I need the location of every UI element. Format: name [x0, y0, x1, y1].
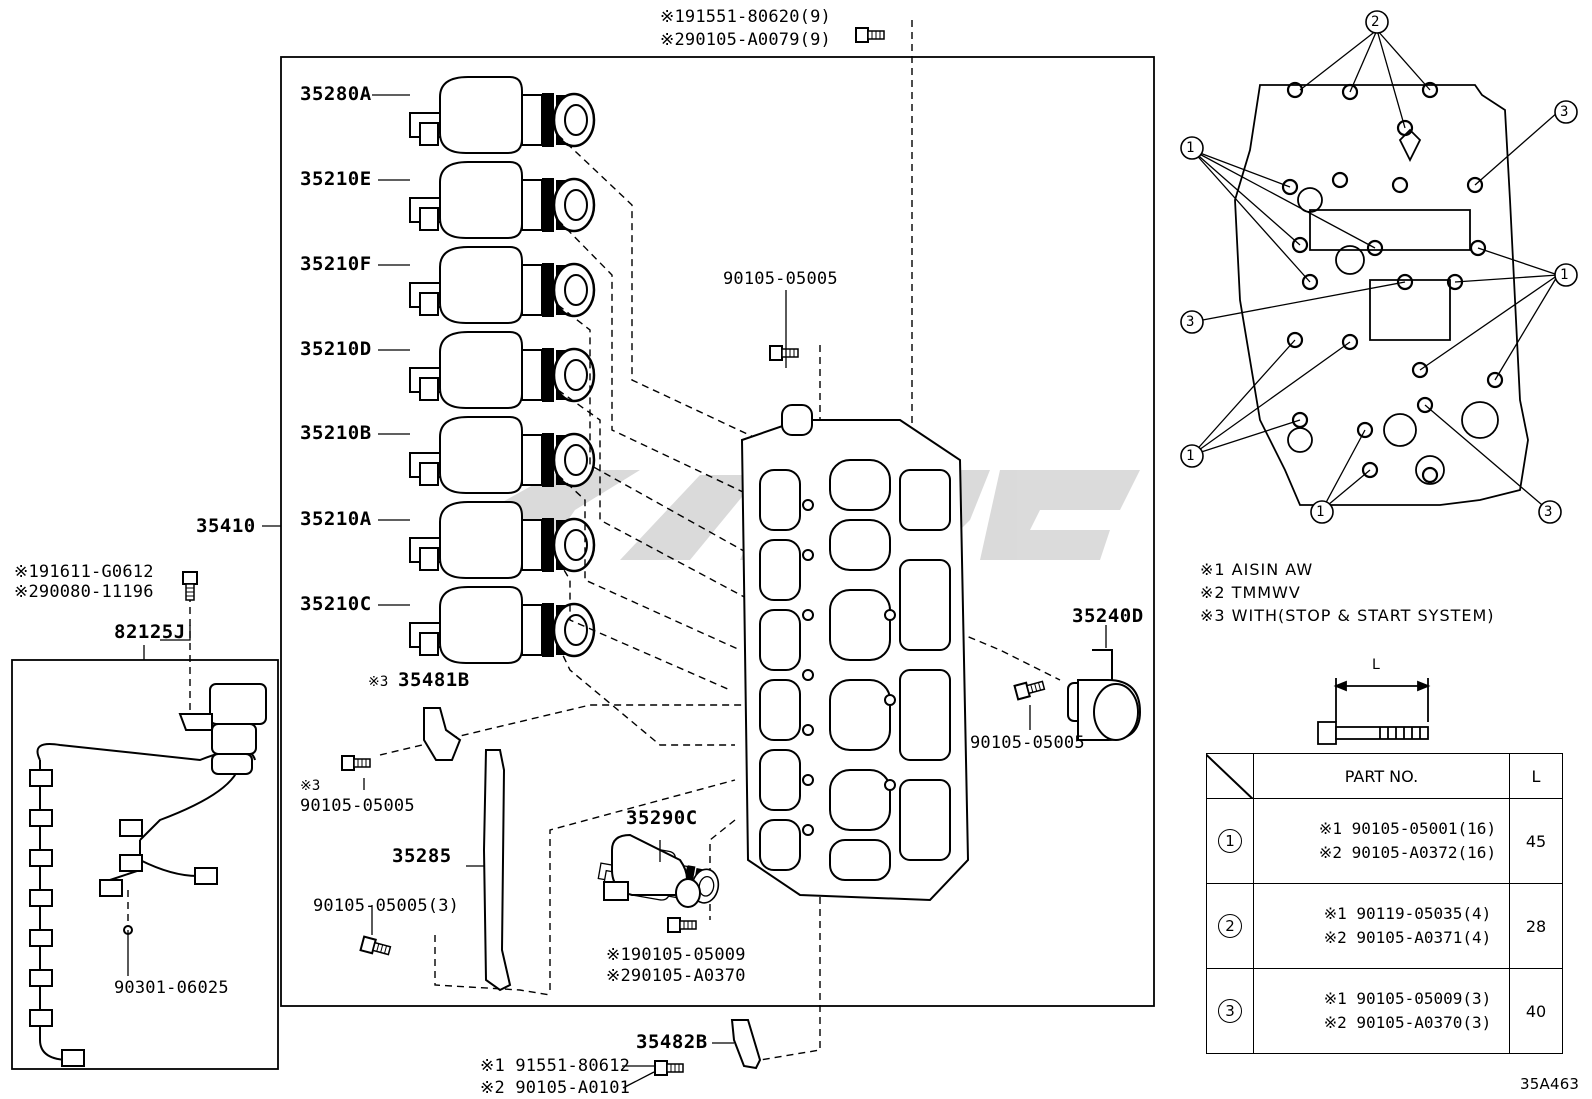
solenoid-35210c [408, 585, 596, 665]
bolt-290c [667, 917, 697, 933]
part-number: ※2 90105-A0370(3) [1323, 1013, 1492, 1032]
note-stop-start: ※3 WITH(STOP & START SYSTEM) [1200, 606, 1495, 625]
valve-body-assembly-frame [280, 56, 1155, 1007]
table-row: 1 ※1 90105-05001(16) ※2 90105-A0372(16) … [1206, 798, 1563, 884]
table-marker-cell: 2 [1206, 883, 1254, 969]
table-marker-cell: 3 [1206, 968, 1254, 1054]
label-35280a: 35280A [300, 83, 372, 105]
table-row: 2 ※1 90119-05035(4) ※2 90105-A0371(4) 28 [1206, 883, 1563, 969]
label-35290c: 35290C [626, 807, 698, 829]
harness-bolt-label-2: ※290080-11196 [14, 582, 154, 602]
table-length-cell: 28 [1509, 883, 1563, 969]
bolt-location-leaders [1191, 29, 1559, 511]
detail-marker-1-top: 1 [1186, 140, 1195, 156]
detail-marker-1-bottom: 1 [1316, 504, 1325, 520]
label-35410: 35410 [196, 515, 256, 537]
solenoid-35280a [408, 75, 596, 155]
label-35210c: 35210C [300, 593, 372, 615]
label-35481b: 35481B [398, 669, 470, 691]
part-number: ※2 90105-A0371(4) [1323, 928, 1492, 947]
solenoid-35210d [408, 330, 596, 410]
table-corner-cell [1206, 753, 1254, 799]
solenoid-35240d [1067, 649, 1142, 741]
label-35481b-mark: ※3 [368, 674, 389, 690]
row-marker: 1 [1218, 829, 1242, 853]
label-35285: 35285 [392, 845, 452, 867]
bolt-bottom [654, 1060, 684, 1076]
detail-marker-3-bottom: 3 [1544, 504, 1553, 520]
bolt-upper [769, 345, 799, 361]
harness-bolt-label-1: ※191611-G0612 [14, 562, 154, 582]
label-bolt-290c-2: ※290105-A0370 [606, 966, 746, 986]
detail-marker-2: 2 [1371, 14, 1380, 30]
label-35210f: 35210F [300, 253, 372, 275]
bolt-plate [359, 935, 393, 959]
label-82125j: 82125J [114, 621, 186, 643]
label-harness-clip: 90301-06025 [114, 978, 229, 998]
wire-harness-82125j [29, 683, 267, 1067]
bracket-35481b [423, 707, 462, 761]
label-bolt-481b-mark: ※3 [300, 778, 321, 794]
harness-frame [11, 659, 279, 1070]
note-tmmwv: ※2 TMMWV [1200, 583, 1301, 602]
table-part-cell: ※1 90105-05009(3) ※2 90105-A0370(3) [1253, 968, 1510, 1054]
label-35210b: 35210B [300, 422, 372, 444]
label-35210a: 35210A [300, 508, 372, 530]
note-aisin: ※1 AISIN AW [1200, 560, 1314, 579]
detail-marker-1-left: 1 [1186, 448, 1195, 464]
bolt-parts-table: PART NO. L 1 ※1 90105-05001(16) ※2 90105… [1206, 753, 1563, 1054]
plate-35285 [482, 749, 512, 992]
bolt-length-illustration [1317, 678, 1431, 745]
detail-marker-3-top: 3 [1560, 104, 1569, 120]
part-number: ※1 90105-05001(16) [1318, 819, 1497, 838]
top-bolt-label-1: ※191551-80620(9) [660, 7, 831, 27]
label-bolt-right: 90105-05005 [970, 733, 1085, 753]
detail-marker-3-left: 3 [1186, 314, 1195, 330]
solenoid-35210e [408, 160, 596, 240]
table-length-cell: 40 [1509, 968, 1563, 1054]
row-marker: 3 [1218, 999, 1242, 1023]
row-marker: 2 [1218, 914, 1242, 938]
bracket-35482b [730, 1019, 762, 1070]
solenoid-35210b [408, 415, 596, 495]
label-35482b: 35482B [636, 1031, 708, 1053]
part-number: ※1 90105-05009(3) [1323, 989, 1492, 1008]
table-header-row: PART NO. L [1206, 753, 1563, 799]
solenoid-35210f [408, 245, 596, 325]
bottom-bolt-label-2: ※2 90105-A0101 [480, 1078, 631, 1098]
table-header-part: PART NO. [1253, 753, 1510, 799]
label-bolt-290c-1: ※190105-05009 [606, 945, 746, 965]
table-part-cell: ※1 90119-05035(4) ※2 90105-A0371(4) [1253, 883, 1510, 969]
table-row: 3 ※1 90105-05009(3) ※2 90105-A0370(3) 40 [1206, 968, 1563, 1054]
label-35240d: 35240D [1072, 605, 1144, 627]
solenoid-35290c [595, 833, 724, 911]
bolt-length-label: L [1372, 657, 1380, 673]
bolt-481b [341, 755, 371, 771]
table-part-cell: ※1 90105-05001(16) ※2 90105-A0372(16) [1253, 798, 1510, 884]
label-bolt-plate: 90105-05005(3) [313, 896, 460, 916]
top-bolt-label-2: ※290105-A0079(9) [660, 30, 831, 50]
part-number: ※2 90105-A0372(16) [1318, 843, 1497, 862]
detail-marker-circles [1180, 10, 1578, 524]
bottom-bolt-label-1: ※1 91551-80612 [480, 1056, 631, 1076]
label-35210e: 35210E [300, 168, 372, 190]
diagram-code: 35A463 [1520, 1075, 1580, 1093]
part-number: ※1 90119-05035(4) [1323, 904, 1492, 923]
bolt-right [1013, 677, 1047, 701]
table-header-length: L [1509, 753, 1563, 799]
bolt-top [855, 27, 885, 43]
detail-marker-1-right: 1 [1560, 267, 1569, 283]
table-marker-cell: 1 [1206, 798, 1254, 884]
label-35210d: 35210D [300, 338, 372, 360]
label-bolt-481b: 90105-05005 [300, 796, 415, 816]
label-bolt-upper: 90105-05005 [723, 269, 838, 289]
bolt-harness [182, 571, 198, 601]
valve-body-35410 [740, 404, 970, 902]
table-length-cell: 45 [1509, 798, 1563, 884]
bolt-location-detail [1234, 81, 1529, 506]
